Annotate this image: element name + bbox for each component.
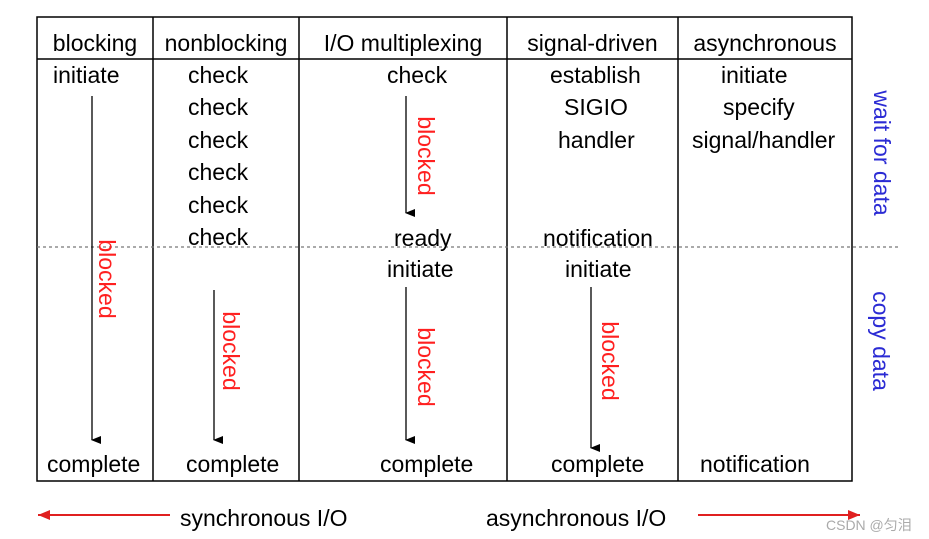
- signal-blocked-label: blocked: [597, 321, 623, 401]
- wait-for-data-label: wait for data: [869, 90, 895, 216]
- signal-sigio: SIGIO: [564, 94, 628, 120]
- copy-data-label: copy data: [868, 291, 894, 391]
- header-nonblocking: nonblocking: [164, 30, 288, 56]
- nonblocking-check: check: [188, 224, 249, 250]
- signal-complete: complete: [551, 451, 645, 477]
- nonblocking-complete: complete: [186, 451, 280, 477]
- synchronous-io-label: synchronous I/O: [180, 505, 348, 531]
- multiplexing-blocked-top-label: blocked: [413, 116, 439, 196]
- nonblocking-blocked-label: blocked: [218, 311, 244, 391]
- asynchronous-io-label: asynchronous I/O: [486, 505, 667, 531]
- signal-handler: handler: [558, 127, 635, 153]
- nonblocking-check: check: [188, 94, 249, 120]
- signal-notification: notification: [543, 225, 653, 251]
- signal-establish: establish: [550, 62, 641, 88]
- header-blocking: blocking: [52, 30, 138, 56]
- watermark: CSDN @匀泪: [826, 517, 912, 533]
- header-signal-driven: signal-driven: [527, 30, 658, 56]
- multiplexing-check: check: [387, 62, 448, 88]
- blocking-initiate: initiate: [53, 62, 120, 88]
- async-initiate: initiate: [721, 62, 788, 88]
- async-signal-handler: signal/handler: [692, 127, 836, 153]
- async-specify: specify: [723, 94, 795, 120]
- multiplexing-blocked-bottom-label: blocked: [413, 327, 439, 407]
- nonblocking-check: check: [188, 62, 249, 88]
- async-notification: notification: [700, 451, 810, 477]
- blocking-complete: complete: [47, 451, 141, 477]
- blocking-blocked-label: blocked: [94, 239, 120, 319]
- table-border: [36, 16, 853, 482]
- multiplexing-complete: complete: [380, 451, 474, 477]
- nonblocking-check: check: [188, 127, 249, 153]
- header-multiplexing: I/O multiplexing: [323, 30, 483, 56]
- header-asynchronous: asynchronous: [693, 30, 837, 56]
- nonblocking-check: check: [188, 159, 249, 185]
- signal-initiate: initiate: [565, 256, 632, 282]
- nonblocking-check: check: [188, 192, 249, 218]
- multiplexing-ready: ready: [394, 225, 452, 251]
- multiplexing-initiate: initiate: [387, 256, 454, 282]
